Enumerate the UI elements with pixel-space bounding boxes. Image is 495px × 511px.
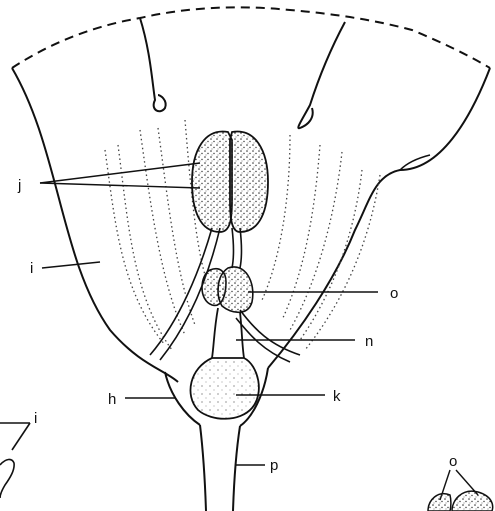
anthers-upper [192, 132, 268, 232]
style [212, 308, 244, 358]
label-o-inset: o [449, 453, 457, 470]
label-i-inset: i [34, 410, 37, 427]
stigma-lobes [202, 267, 253, 312]
inset-right [428, 470, 493, 511]
label-k: k [333, 388, 341, 405]
corolla-rim-dashed [12, 7, 490, 68]
label-i-main: i [30, 260, 33, 277]
ovary [190, 358, 258, 419]
label-o-main: o [390, 285, 398, 302]
petal-sinus-left [140, 18, 166, 111]
label-j: j [17, 177, 21, 194]
label-h: h [108, 391, 116, 408]
inset-left [0, 423, 30, 498]
label-n: n [365, 333, 373, 350]
petal-sinus-right [298, 22, 345, 128]
label-p: p [270, 457, 278, 474]
pedicel [200, 425, 240, 511]
